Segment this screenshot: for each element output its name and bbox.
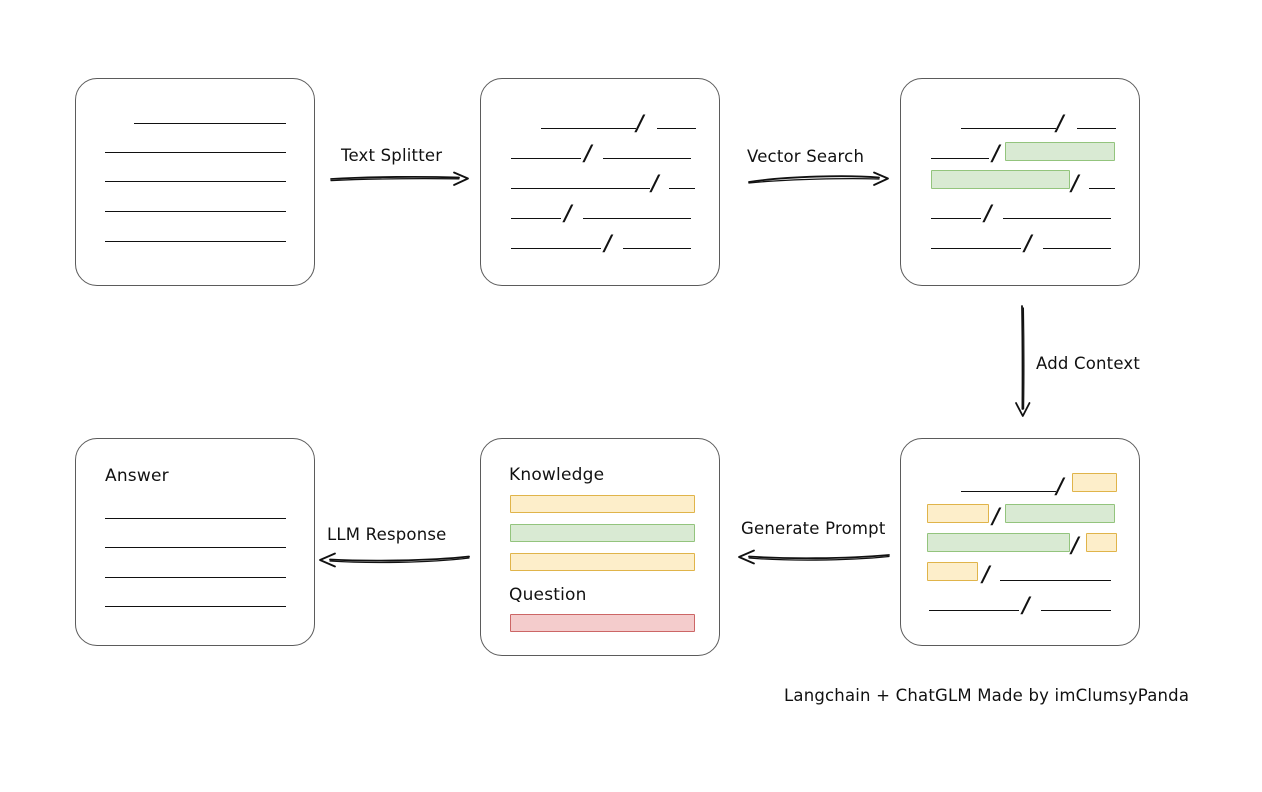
match-row-1-seg-b bbox=[1077, 128, 1116, 129]
split-row-2-seg-a bbox=[511, 158, 581, 159]
source-doc-line-4 bbox=[105, 211, 286, 212]
ctx-row-3-slash: / bbox=[1071, 532, 1079, 557]
edge-label-generate-prompt: Generate Prompt bbox=[741, 519, 886, 538]
prompt-knowledge-label: Knowledge bbox=[509, 465, 605, 485]
match-row-3-slash: / bbox=[1071, 170, 1079, 195]
edge-arrow-generate-prompt bbox=[738, 549, 890, 565]
edge-arrow-text-splitter bbox=[330, 171, 469, 186]
match-row-4-slash: / bbox=[984, 200, 992, 225]
match-row-5-seg-a bbox=[931, 248, 1021, 249]
split-row-5-slash: / bbox=[604, 230, 612, 255]
split-row-4-seg-b bbox=[583, 218, 691, 219]
match-row-5-seg-b bbox=[1043, 248, 1111, 249]
split-row-3-seg-a bbox=[511, 188, 650, 189]
prompt-knowledge-bar-1[interactable] bbox=[510, 495, 695, 513]
edge-label-llm-response: LLM Response bbox=[327, 525, 447, 544]
ctx-row-1-slash: / bbox=[1056, 473, 1064, 498]
split-row-5-seg-b bbox=[623, 248, 691, 249]
split-row-3-slash: / bbox=[651, 170, 659, 195]
ctx-row-3-highlight-green[interactable] bbox=[927, 533, 1070, 552]
edge-arrow-vector-search bbox=[748, 171, 889, 186]
node-source-document[interactable] bbox=[75, 78, 315, 286]
edge-label-vector-search: Vector Search bbox=[747, 147, 865, 166]
match-row-1-seg-a bbox=[961, 128, 1056, 129]
prompt-question-label: Question bbox=[509, 585, 587, 605]
ctx-row-2-slash: / bbox=[992, 503, 1000, 528]
split-row-4-seg-a bbox=[511, 218, 561, 219]
prompt-knowledge-bar-3[interactable] bbox=[510, 553, 695, 571]
match-row-3-seg-b bbox=[1089, 188, 1115, 189]
match-row-2-seg-a bbox=[931, 158, 989, 159]
source-doc-line-1 bbox=[134, 123, 286, 124]
split-row-1-slash: / bbox=[636, 110, 644, 135]
match-row-1-slash: / bbox=[1056, 110, 1064, 135]
ctx-row-1-seg-a bbox=[961, 491, 1056, 492]
source-doc-line-2 bbox=[105, 152, 286, 153]
split-row-2-seg-b bbox=[603, 158, 691, 159]
split-row-1-seg-a bbox=[541, 128, 636, 129]
match-row-3-highlight-green[interactable] bbox=[931, 170, 1070, 189]
split-row-1-seg-b bbox=[657, 128, 696, 129]
ctx-row-3-highlight-yellow[interactable] bbox=[1086, 533, 1117, 552]
match-row-4-seg-b bbox=[1003, 218, 1111, 219]
ctx-row-4-slash: / bbox=[982, 561, 990, 586]
node-answer[interactable] bbox=[75, 438, 315, 646]
answer-line-4 bbox=[105, 606, 286, 607]
ctx-row-5-seg-a bbox=[929, 610, 1019, 611]
answer-line-3 bbox=[105, 577, 286, 578]
ctx-row-2-highlight-yellow[interactable] bbox=[927, 504, 989, 523]
ctx-row-5-slash: / bbox=[1022, 592, 1030, 617]
ctx-row-4-highlight-yellow[interactable] bbox=[927, 562, 978, 581]
edge-label-text-splitter: Text Splitter bbox=[341, 146, 443, 165]
source-doc-line-3 bbox=[105, 181, 286, 182]
node-split-chunks[interactable] bbox=[480, 78, 720, 286]
answer-line-1 bbox=[105, 518, 286, 519]
edge-arrow-add-context bbox=[1015, 305, 1031, 417]
split-row-3-seg-b bbox=[669, 188, 695, 189]
split-row-2-slash: / bbox=[584, 140, 592, 165]
match-row-2-highlight-green[interactable] bbox=[1005, 142, 1115, 161]
edge-label-add-context: Add Context bbox=[1036, 354, 1141, 373]
ctx-row-2-highlight-green[interactable] bbox=[1005, 504, 1115, 523]
prompt-question-bar-1[interactable] bbox=[510, 614, 695, 632]
answer-line-2 bbox=[105, 547, 286, 548]
ctx-row-1-highlight-yellow[interactable] bbox=[1072, 473, 1117, 492]
split-row-4-slash: / bbox=[564, 200, 572, 225]
answer-title: Answer bbox=[105, 466, 169, 486]
split-row-5-seg-a bbox=[511, 248, 601, 249]
edge-arrow-llm-response bbox=[319, 552, 470, 568]
source-doc-line-5 bbox=[105, 241, 286, 242]
ctx-row-5-seg-b bbox=[1041, 610, 1111, 611]
ctx-row-4-seg-b bbox=[1000, 580, 1111, 581]
prompt-knowledge-bar-2[interactable] bbox=[510, 524, 695, 542]
match-row-5-slash: / bbox=[1024, 230, 1032, 255]
match-row-2-slash: / bbox=[992, 140, 1000, 165]
diagram-caption: Langchain + ChatGLM Made by imClumsyPand… bbox=[784, 686, 1190, 705]
match-row-4-seg-a bbox=[931, 218, 981, 219]
